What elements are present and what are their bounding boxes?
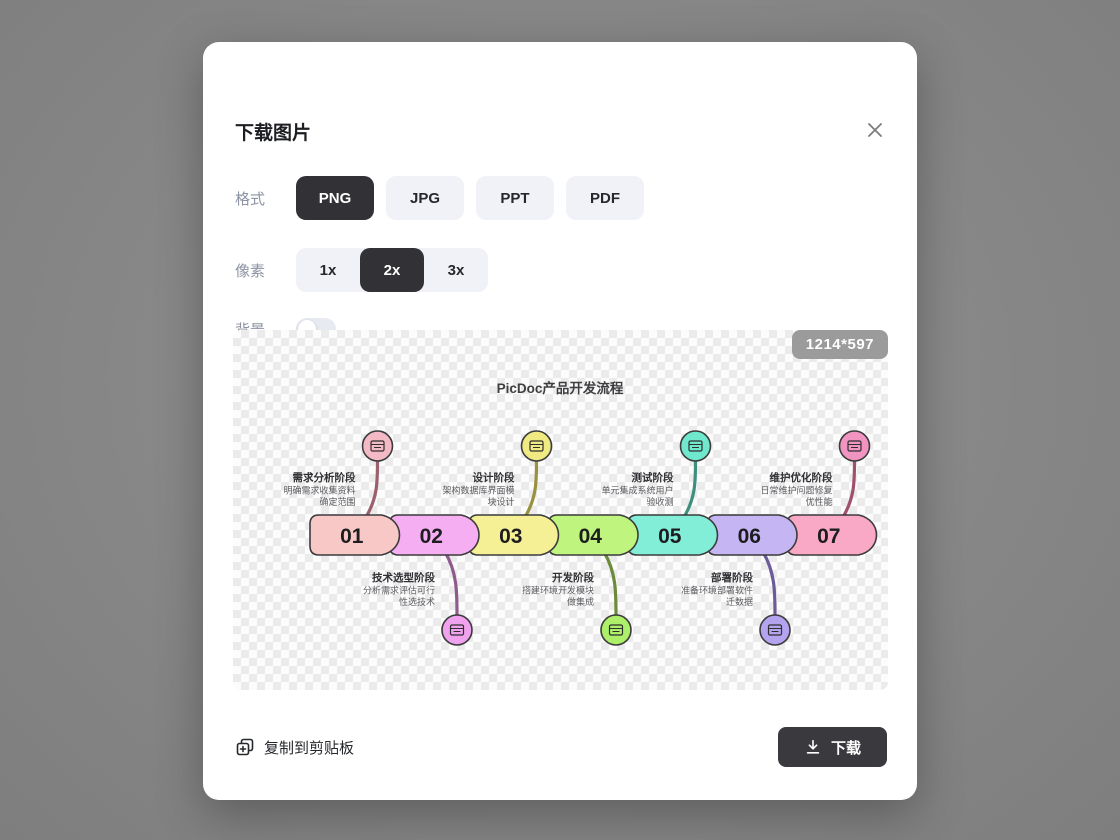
stage-desc-line: 优性能: [805, 496, 832, 507]
stage-segment: [309, 514, 401, 556]
stage-number: 01: [340, 525, 364, 548]
stage-desc-line: 明确需求收集资料: [283, 485, 355, 496]
stage-number: 05: [658, 525, 682, 548]
diagram-title: PicDoc产品开发流程: [497, 380, 624, 396]
stage-desc-line: 做集成: [567, 596, 594, 607]
pixel-row: 像素 1x 2x 3x: [235, 248, 488, 292]
stage-desc-line: 准备环境部署软件: [681, 585, 753, 596]
design-draft-icon: [520, 430, 553, 462]
stage-connector: [363, 459, 380, 520]
stage-name: 维护优化阶段: [770, 471, 833, 484]
stage-desc-line: 验收测: [646, 496, 673, 507]
pixel-option-2x[interactable]: 2x: [360, 248, 424, 292]
stage-name: 开发阶段: [552, 571, 594, 584]
stage-desc-line: 架构数据库界面模: [442, 485, 514, 496]
image-preview: 1214*597 PicDoc产品开发流程 01 02 03 04 05 06 07 需求分析阶…: [233, 330, 888, 690]
stage-connector: [840, 459, 857, 520]
requirements-doc-icon: [361, 430, 394, 462]
stage-desc-line: 块设计: [487, 496, 514, 507]
stage-desc-line: 迁数据: [726, 596, 753, 607]
format-option-png[interactable]: PNG: [296, 176, 374, 220]
close-button[interactable]: [861, 116, 889, 144]
deploy-box-icon: [759, 614, 791, 646]
format-label: 格式: [235, 190, 266, 208]
format-row: 格式 PNG JPG PPT PDF: [235, 176, 644, 220]
copy-label: 复制到剪贴板: [264, 739, 355, 757]
stage-name: 部署阶段: [711, 571, 753, 584]
stage-number: 02: [420, 525, 443, 548]
stage-desc-line: 性选技术: [399, 596, 435, 607]
dialog-title: 下载图片: [235, 123, 312, 144]
download-label: 下载: [830, 739, 861, 757]
stage-desc-line: 确定范围: [319, 496, 355, 507]
stage-desc-line: 搭建环境开发模块: [522, 585, 594, 596]
size-badge: 1214*597: [791, 330, 888, 359]
code-window-icon: [600, 614, 632, 646]
download-icon: [806, 739, 820, 754]
format-options: PNG JPG PPT PDF: [296, 176, 644, 220]
preview-diagram: PicDoc产品开发流程 01 02 03 04 05 06 07 需求分析阶段明确需求收集资料…: [283, 380, 878, 646]
stage-number: 04: [579, 525, 603, 548]
download-button[interactable]: 下载: [777, 727, 887, 767]
pixel-label: 像素: [235, 262, 266, 280]
download-dialog: 下载图片 格式 PNG JPG PPT PDF 像素 1x 2x 3x 背景 1…: [203, 42, 917, 800]
stage-number: 03: [499, 525, 522, 548]
tech-tool-icon: [441, 614, 473, 646]
pixel-option-1x[interactable]: 1x: [319, 261, 337, 279]
stage-connector: [522, 459, 539, 520]
format-option-ppt[interactable]: PPT: [476, 176, 554, 220]
stage-connector: [602, 550, 618, 617]
stage-name: 测试阶段: [632, 471, 674, 484]
stage-name: 设计阶段: [473, 471, 515, 484]
stage-number: 06: [738, 525, 761, 548]
copy-to-clipboard-button[interactable]: 复制到剪贴板: [235, 737, 354, 758]
stage-number: 07: [817, 525, 840, 548]
stage-connector: [443, 550, 459, 617]
maintain-image-icon: [838, 430, 871, 462]
copy-icon: [236, 738, 254, 756]
format-option-pdf[interactable]: PDF: [566, 176, 644, 220]
stage-desc-line: 分析需求评估可行: [363, 585, 435, 596]
dialog-footer: 复制到剪贴板 下载: [235, 727, 887, 767]
stage-name: 需求分析阶段: [293, 471, 356, 484]
stage-name: 技术选型阶段: [372, 571, 435, 584]
format-option-jpg[interactable]: JPG: [386, 176, 464, 220]
stage-desc-line: 单元集成系统用户: [601, 485, 673, 496]
stage-desc-line: 日常维护问题修复: [760, 485, 832, 496]
stage-connector: [761, 550, 777, 617]
pixel-options: 1x 2x 3x: [296, 248, 488, 292]
close-icon: [868, 123, 882, 137]
stage-connector: [681, 459, 698, 520]
pixel-option-3x[interactable]: 3x: [447, 261, 465, 279]
test-package-icon: [679, 430, 712, 462]
